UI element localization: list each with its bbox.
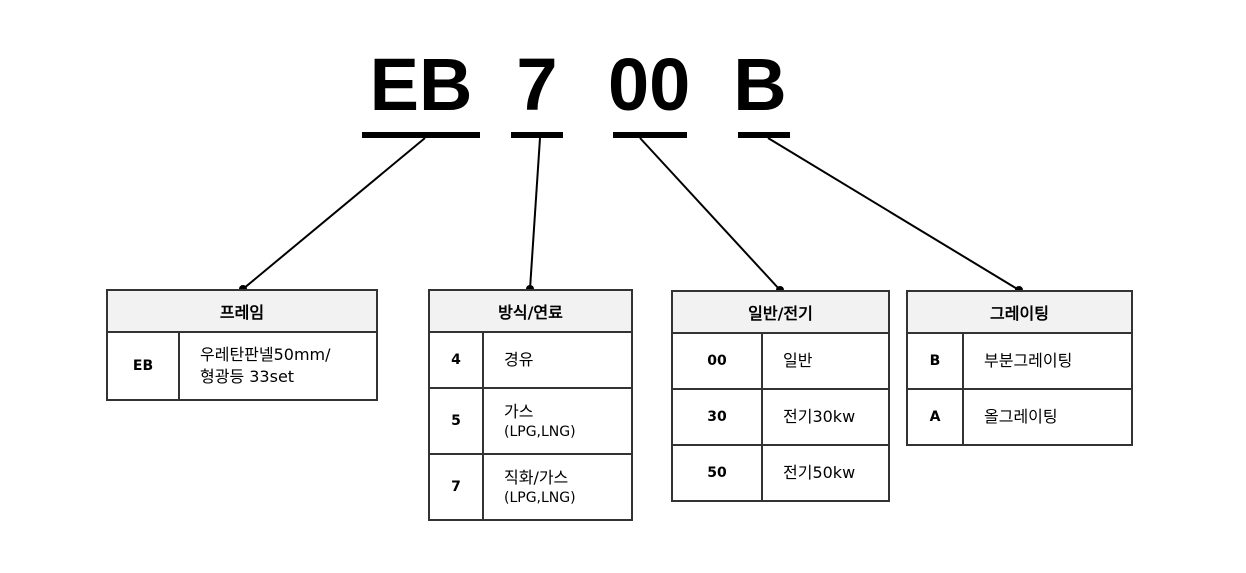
grating-key-a: A bbox=[906, 388, 964, 446]
frame-value-line2: 형광등 33set bbox=[200, 367, 295, 386]
code-part-frame: EB bbox=[369, 43, 473, 126]
table-row: A 올그레이팅 bbox=[906, 388, 1133, 446]
fuel-key-7: 7 bbox=[428, 453, 484, 521]
frame-key: EB bbox=[106, 331, 180, 401]
fuel-table-title: 방식/연료 bbox=[428, 289, 633, 333]
table-row: 4 경유 bbox=[428, 331, 633, 389]
table-row: 5 가스 (LPG,LNG) bbox=[428, 387, 633, 455]
connector-fuel bbox=[529, 137, 541, 290]
power-value-30: 전기30kw bbox=[761, 388, 890, 446]
code-part-grating: B bbox=[733, 43, 787, 126]
power-value-50: 전기50kw bbox=[761, 444, 890, 502]
fuel-value-7: 직화/가스 (LPG,LNG) bbox=[482, 453, 633, 521]
table-row: 50 전기50kw bbox=[671, 444, 890, 502]
frame-table: 프레임 EB 우레탄판넬50mm/ 형광등 33set bbox=[106, 289, 378, 401]
frame-value: 우레탄판넬50mm/ 형광등 33set bbox=[178, 331, 378, 401]
grating-table: 그레이팅 B 부분그레이팅 A 올그레이팅 bbox=[906, 290, 1133, 446]
power-key-30: 30 bbox=[671, 388, 763, 446]
connector-grating bbox=[767, 137, 1020, 291]
grating-value-a: 올그레이팅 bbox=[962, 388, 1133, 446]
fuel-value-7-main: 직화/가스 bbox=[504, 468, 569, 487]
power-table: 일반/전기 00 일반 30 전기30kw 50 전기50kw bbox=[671, 290, 890, 502]
power-key-00: 00 bbox=[671, 332, 763, 390]
connector-power bbox=[639, 137, 781, 291]
frame-table-title: 프레임 bbox=[106, 289, 378, 333]
code-underline-frame bbox=[362, 132, 480, 138]
fuel-table: 방식/연료 4 경유 5 가스 (LPG,LNG) 7 직화/가스 (LPG,L… bbox=[428, 289, 633, 521]
code-underline-grating bbox=[738, 132, 790, 138]
table-row: 7 직화/가스 (LPG,LNG) bbox=[428, 453, 633, 521]
table-row: 30 전기30kw bbox=[671, 388, 890, 446]
table-row: EB 우레탄판넬50mm/ 형광등 33set bbox=[106, 331, 378, 401]
power-value-00: 일반 bbox=[761, 332, 890, 390]
fuel-value-4: 경유 bbox=[482, 331, 633, 389]
frame-value-line1: 우레탄판넬50mm/ bbox=[200, 345, 331, 364]
grating-key-b: B bbox=[906, 332, 964, 390]
table-row: B 부분그레이팅 bbox=[906, 332, 1133, 390]
power-key-50: 50 bbox=[671, 444, 763, 502]
code-underline-fuel bbox=[511, 132, 563, 138]
fuel-value-5-main: 가스 bbox=[504, 402, 534, 421]
fuel-key-4: 4 bbox=[428, 331, 484, 389]
table-row: 00 일반 bbox=[671, 332, 890, 390]
grating-value-b: 부분그레이팅 bbox=[962, 332, 1133, 390]
fuel-key-5: 5 bbox=[428, 387, 484, 455]
power-table-title: 일반/전기 bbox=[671, 290, 890, 334]
code-part-power: 00 bbox=[608, 43, 691, 126]
fuel-value-5-sub: (LPG,LNG) bbox=[504, 424, 576, 440]
fuel-value-7-sub: (LPG,LNG) bbox=[504, 490, 576, 506]
code-part-fuel: 7 bbox=[516, 43, 558, 126]
code-underline-power bbox=[613, 132, 687, 138]
fuel-value-5: 가스 (LPG,LNG) bbox=[482, 387, 633, 455]
connector-frame bbox=[242, 137, 426, 290]
grating-table-title: 그레이팅 bbox=[906, 290, 1133, 334]
